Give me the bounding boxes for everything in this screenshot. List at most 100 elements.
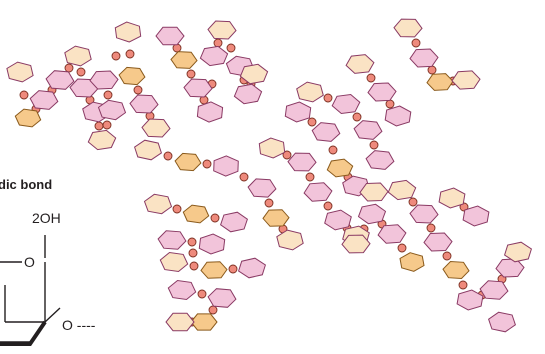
glucose-unit-orange — [427, 74, 453, 91]
glucose-unit-end — [145, 194, 172, 213]
glycosidic-bond-dot — [409, 198, 417, 206]
glucose-unit-end — [7, 62, 33, 82]
glycosidic-bond-dot — [398, 244, 406, 252]
glycosidic-bond-dot — [265, 199, 273, 207]
glycosidic-bond-dot — [187, 70, 195, 78]
glucose-unit — [239, 258, 266, 278]
glucose-unit — [359, 204, 386, 223]
glucose-unit — [130, 95, 158, 113]
glucose-unit-end — [160, 253, 187, 272]
glucose-unit-end — [394, 19, 422, 37]
linkage-oxygen-label: O ---- — [62, 317, 96, 333]
glucose-unit — [424, 233, 452, 251]
glycosidic-bond-dot — [173, 205, 181, 213]
glucose-unit — [184, 79, 212, 97]
glucose-unit-end — [166, 313, 194, 330]
glycosidic-bond-dot — [203, 160, 211, 168]
glucose-unit — [285, 102, 310, 122]
glycosidic-bond-dot — [65, 64, 73, 72]
glucose-unit — [200, 46, 227, 65]
glycosidic-bond-dot — [126, 50, 134, 58]
glucose-unit-end — [259, 138, 284, 158]
glucose-unit — [354, 121, 382, 140]
glycosidic-bond-dot — [229, 265, 237, 273]
glucose-unit-orange — [201, 262, 227, 279]
glucose-unit — [46, 71, 74, 90]
glucose-unit-orange — [400, 253, 424, 272]
glycosidic-bond-dot — [324, 202, 332, 210]
glucose-unit-orange — [191, 314, 217, 330]
glycosidic-bond-dot — [240, 173, 248, 181]
glucose-unit — [208, 289, 236, 308]
glycosidic-bond-dot — [428, 66, 436, 74]
glucose-ring-structure: 2OH O O ---- — [0, 210, 96, 344]
glycosidic-bond-dot — [198, 290, 206, 298]
glucose-unit-end — [208, 21, 236, 39]
glycosidic-bond-dot — [329, 146, 337, 154]
glucose-unit — [366, 151, 394, 170]
glucose-unit-end — [297, 82, 324, 102]
glucose-unit — [234, 84, 261, 103]
glycosidic-bond-dot — [103, 121, 111, 129]
glycosidic-bond-dot — [324, 94, 332, 102]
glucose-unit — [199, 234, 224, 254]
glycosidic-bond-label: dic bond — [0, 177, 52, 192]
glucose-unit-end — [388, 180, 415, 199]
glycosidic-bond-dot — [112, 52, 120, 60]
glucose-unit-end — [277, 230, 303, 250]
glucose-unit — [221, 212, 248, 232]
glucose-unit — [480, 281, 508, 299]
glucose-unit — [288, 153, 316, 171]
glucose-unit — [158, 231, 186, 249]
glucose-unit-orange — [443, 262, 469, 279]
glucose-unit — [332, 95, 360, 114]
glucose-unit — [410, 49, 438, 67]
glycosidic-bond-dot — [353, 113, 361, 121]
glucose-unit — [378, 225, 406, 243]
glucose-unit — [463, 206, 489, 226]
glucose-unit-end — [346, 55, 374, 74]
glycosidic-bond-dot — [190, 262, 198, 270]
glycosidic-bond-dot — [211, 214, 219, 222]
glucose-unit-orange — [175, 153, 201, 170]
glycosidic-bond-dot — [443, 252, 451, 260]
glucose-unit-end — [142, 119, 170, 137]
glucose-unit-end — [65, 46, 91, 66]
glycosidic-bond-dot — [459, 281, 467, 289]
ch2oh-label: 2OH — [32, 210, 61, 226]
glycosidic-bond-dot — [367, 74, 375, 82]
glycosidic-bond-dot — [164, 152, 172, 160]
glucose-unit — [156, 27, 184, 45]
glucose-unit — [214, 156, 239, 176]
ring-thick-edge — [0, 322, 45, 344]
glycosidic-bond-dot — [95, 122, 103, 130]
glycosidic-bond-dot — [386, 100, 394, 108]
glucose-unit — [496, 259, 524, 277]
glucose-unit — [304, 183, 332, 201]
glucose-unit — [325, 210, 352, 230]
glucose-unit-end — [88, 130, 115, 149]
glycosidic-bond-label-group: dic bond — [0, 177, 52, 192]
glycosidic-bond-dot — [77, 68, 85, 76]
glucose-unit — [197, 102, 222, 122]
glycosidic-bond-dot — [189, 249, 197, 257]
glycosidic-bond-dot — [370, 141, 378, 149]
glucose-unit-end — [452, 71, 480, 89]
glucose-unit-end — [439, 188, 465, 208]
glucose-unit — [489, 312, 516, 332]
glycosidic-bond-dot — [412, 39, 420, 47]
glucose-unit — [168, 281, 195, 300]
glucose-unit-orange — [263, 210, 289, 227]
glycosidic-bond-dot — [104, 91, 112, 99]
glycosidic-bond-dot — [308, 118, 316, 126]
glucose-unit-orange — [183, 205, 208, 223]
glycosidic-bond-dot — [188, 238, 196, 246]
glycosidic-bond-dot — [209, 306, 217, 314]
glucose-unit — [410, 205, 438, 223]
glucose-unit-orange — [171, 52, 197, 69]
glycosidic-bond-dot — [214, 39, 222, 47]
glucose-unit — [30, 91, 58, 110]
glycosidic-bond-dot — [134, 86, 142, 94]
